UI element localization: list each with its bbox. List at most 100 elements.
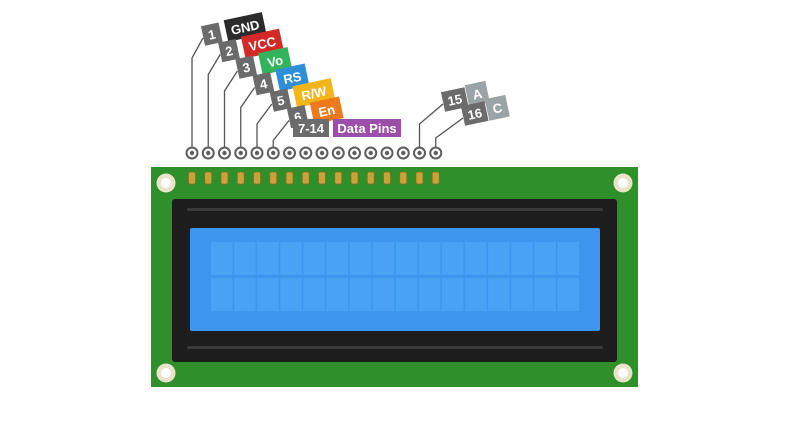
pin-label-a: A — [464, 80, 490, 107]
svg-text:3: 3 — [241, 60, 251, 76]
data-pins-label: Data Pins — [333, 119, 401, 137]
svg-text:1: 1 — [207, 27, 217, 43]
bezel-bottom-line — [187, 346, 603, 349]
pin-number-3: 3 — [235, 55, 258, 79]
pin-number-2: 2 — [218, 38, 240, 63]
svg-text:Vo: Vo — [266, 52, 284, 70]
character-cell — [349, 242, 372, 275]
character-cell — [395, 242, 418, 275]
character-cell — [257, 242, 279, 275]
bezel-top-line — [187, 208, 603, 211]
character-cell — [465, 242, 487, 275]
header-pin-1 — [185, 146, 199, 185]
character-grid — [211, 242, 579, 311]
mounting-hole-top-right — [613, 173, 633, 193]
header-pin-6 — [266, 146, 280, 185]
svg-text:A: A — [471, 86, 484, 103]
leader-line-pin-5 — [256, 103, 273, 147]
svg-text:GND: GND — [229, 17, 260, 38]
leader-line-pin-3 — [223, 70, 238, 147]
character-cell — [211, 278, 233, 311]
svg-text:5: 5 — [276, 93, 286, 109]
character-cell — [257, 278, 279, 311]
character-cell — [418, 242, 441, 275]
mounting-hole-top-left — [156, 173, 176, 193]
leader-line-pin-2 — [207, 54, 221, 147]
character-cell — [511, 278, 533, 311]
header-pin-9 — [315, 146, 329, 185]
pin-number-15: 15 — [440, 87, 469, 112]
svg-text:15: 15 — [446, 91, 463, 109]
leader-line-pin-4 — [240, 87, 256, 147]
data-pins-number: 7-14 — [293, 119, 329, 137]
character-cell — [465, 278, 487, 311]
character-cell — [511, 242, 533, 275]
character-cell — [534, 278, 556, 311]
character-cell — [442, 242, 464, 275]
character-cell — [395, 278, 418, 311]
header-pin-13 — [380, 146, 394, 185]
character-cell — [234, 242, 256, 275]
svg-text:4: 4 — [258, 76, 269, 92]
header-pin-14 — [396, 146, 410, 185]
character-cell — [442, 278, 464, 311]
header-pin-7 — [283, 146, 296, 185]
pin-label-c: C — [484, 94, 510, 121]
character-cell — [303, 242, 325, 275]
header-pin-3 — [218, 146, 231, 185]
pin-tags: 1 GND 2 VCC 3 Vo 4 RS 5 R/W 6 En7-14 Data Pins 15 A 16 C — [200, 12, 510, 137]
character-cell — [211, 242, 233, 275]
character-cell — [326, 278, 348, 311]
header-pin-8 — [299, 146, 313, 185]
header-pin-12 — [364, 146, 378, 185]
character-cell — [234, 278, 256, 311]
svg-text:16: 16 — [466, 105, 483, 123]
character-cell — [303, 278, 325, 311]
character-cell — [372, 278, 395, 311]
mounting-hole-bottom-left — [156, 363, 176, 383]
character-cell — [372, 242, 395, 275]
header-pads — [185, 146, 443, 185]
pin-number-5: 5 — [269, 88, 292, 112]
pin-number-16: 16 — [460, 101, 489, 126]
svg-text:6: 6 — [293, 109, 303, 125]
svg-text:C: C — [491, 100, 504, 117]
pin-number-4: 4 — [252, 71, 275, 96]
character-cell — [280, 242, 302, 275]
header-pin-11 — [348, 146, 361, 185]
svg-text:R/W: R/W — [300, 83, 329, 103]
svg-text:VCC: VCC — [247, 34, 278, 55]
header-pin-2 — [201, 146, 215, 185]
character-cell — [418, 278, 441, 311]
leader-line-pin-6 — [272, 120, 290, 147]
mounting-hole-bottom-right — [613, 363, 633, 383]
character-cell — [488, 278, 510, 311]
leader-line-pin-16 — [435, 117, 464, 147]
character-cell — [326, 242, 348, 275]
svg-text:Data Pins: Data Pins — [337, 121, 396, 136]
leader-line-pin-15 — [418, 103, 444, 147]
header-pin-10 — [331, 146, 345, 185]
svg-text:RS: RS — [282, 69, 303, 87]
character-cell — [488, 242, 510, 275]
character-cell — [349, 278, 372, 311]
pin-number-1: 1 — [200, 22, 223, 46]
character-cell — [557, 242, 579, 275]
header-pin-16 — [429, 146, 443, 185]
pin-label-en: En — [309, 96, 344, 125]
pin-label-rs: RS — [275, 63, 310, 92]
leader-line-pin-1 — [191, 37, 204, 147]
character-cell — [534, 242, 556, 275]
leader-lines — [191, 37, 464, 147]
svg-text:En: En — [317, 102, 336, 120]
character-cell — [557, 278, 579, 311]
header-pin-5 — [250, 146, 264, 185]
pin-label-vo: Vo — [258, 47, 293, 75]
svg-text:2: 2 — [224, 43, 234, 59]
character-cell — [280, 278, 302, 311]
header-pin-4 — [234, 146, 248, 185]
svg-text:7-14: 7-14 — [298, 121, 325, 136]
header-pin-15 — [413, 146, 426, 185]
